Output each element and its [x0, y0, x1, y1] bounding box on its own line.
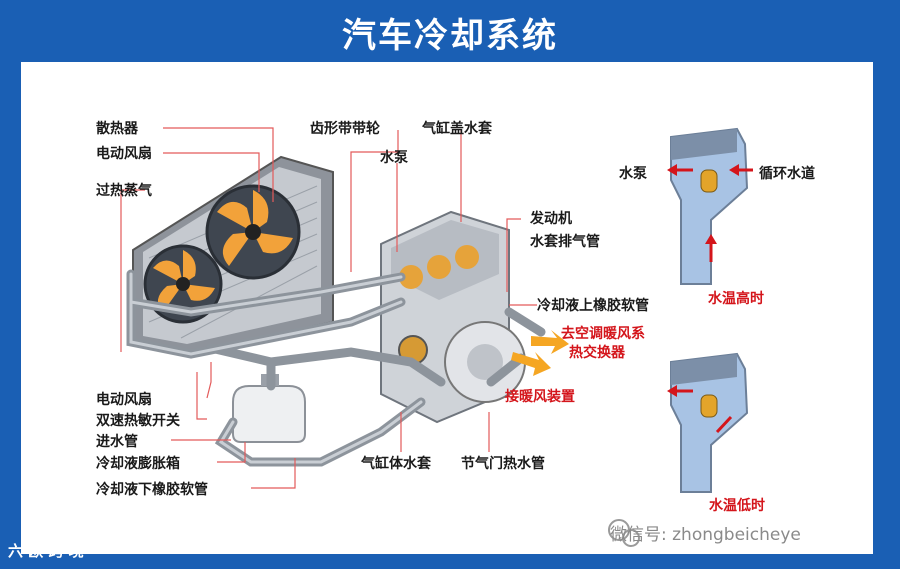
label-inset-temp-low: 水温低时: [709, 498, 765, 514]
label-electric-fan: 电动风扇: [96, 146, 152, 162]
label-block-water-jacket: 气缸体水套: [361, 456, 431, 472]
label-head-water-jacket: 气缸盖水套: [422, 121, 492, 137]
engine-graphic: [380, 210, 526, 424]
heater-flow-arrows: [511, 330, 569, 376]
diagram-title: 汽车冷却系统: [342, 16, 558, 56]
wechat-icon: [608, 519, 640, 547]
label-coolant-lower-hose: 冷却液下橡胶软管: [96, 482, 208, 498]
thermostat-inset-high: [667, 127, 753, 285]
cooling-system-illustration: [120, 127, 753, 547]
fan-upper-graphic: [205, 184, 301, 280]
watermark-left: 六 欧 跨 境: [8, 542, 84, 560]
label-engine: 发动机: [530, 211, 572, 227]
callout-lines: [120, 127, 537, 489]
label-electric-fan-2: 电动风扇: [96, 392, 152, 408]
label-to-heater-unit: 接暖风装置: [505, 389, 575, 405]
watermark-right: 微信号: zhongbeicheye: [610, 525, 801, 545]
label-to-ac-heater-2: 热交换器: [569, 345, 625, 361]
label-inset-circulation-channel: 循环水道: [759, 166, 815, 182]
coolant-pipes-highlight: [129, 272, 423, 464]
label-two-speed-thermo-switch: 双速热敏开关: [96, 413, 180, 429]
label-overheat-steam: 过热蒸气: [96, 183, 152, 199]
label-expansion-tank: 冷却液膨胀箱: [96, 456, 180, 472]
label-coolant-upper-hose: 冷却液上橡胶软管: [537, 298, 649, 314]
diagram-panel: 散热器 电动风扇 过热蒸气 齿形带带轮 水泵 气缸盖水套 发动机 水套排气管 冷…: [21, 62, 873, 554]
label-inlet-pipe: 进水管: [96, 434, 138, 450]
label-water-pump: 水泵: [380, 150, 408, 166]
label-jacket-vent-pipe: 水套排气管: [530, 234, 600, 250]
label-to-ac-heater-1: 去空调暖风系: [561, 326, 645, 342]
label-inset-temp-high: 水温高时: [708, 291, 764, 307]
label-throttle-heater-pipe: 节气门热水管: [461, 456, 545, 472]
label-timing-belt-wheel: 齿形带带轮: [310, 121, 380, 137]
thermostat-inset-low: [667, 352, 749, 493]
label-radiator: 散热器: [96, 121, 138, 137]
label-inset-water-pump: 水泵: [619, 166, 647, 182]
